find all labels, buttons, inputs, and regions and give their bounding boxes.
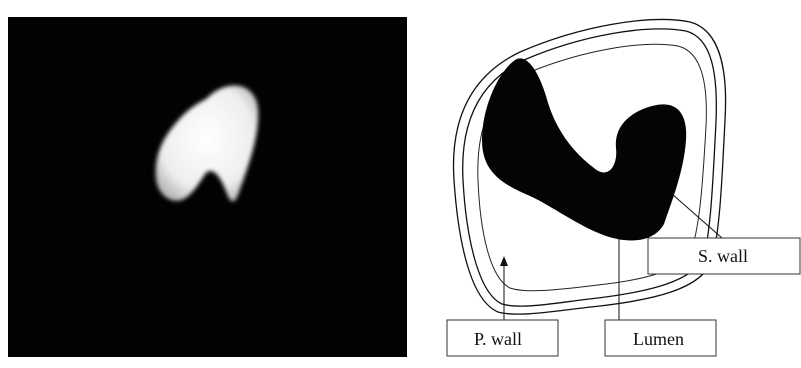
p-wall-arrowhead [500, 256, 508, 266]
p-wall-label: P. wall [474, 329, 522, 349]
micrograph-panel [8, 17, 407, 357]
lumen-label: Lumen [633, 329, 684, 349]
schematic-diagram: S. wall P. wall Lumen [420, 0, 801, 368]
s-wall-label: S. wall [698, 246, 748, 266]
s-wall-leader [672, 194, 722, 238]
micrograph-background [8, 17, 407, 357]
lumen-region [482, 58, 686, 240]
